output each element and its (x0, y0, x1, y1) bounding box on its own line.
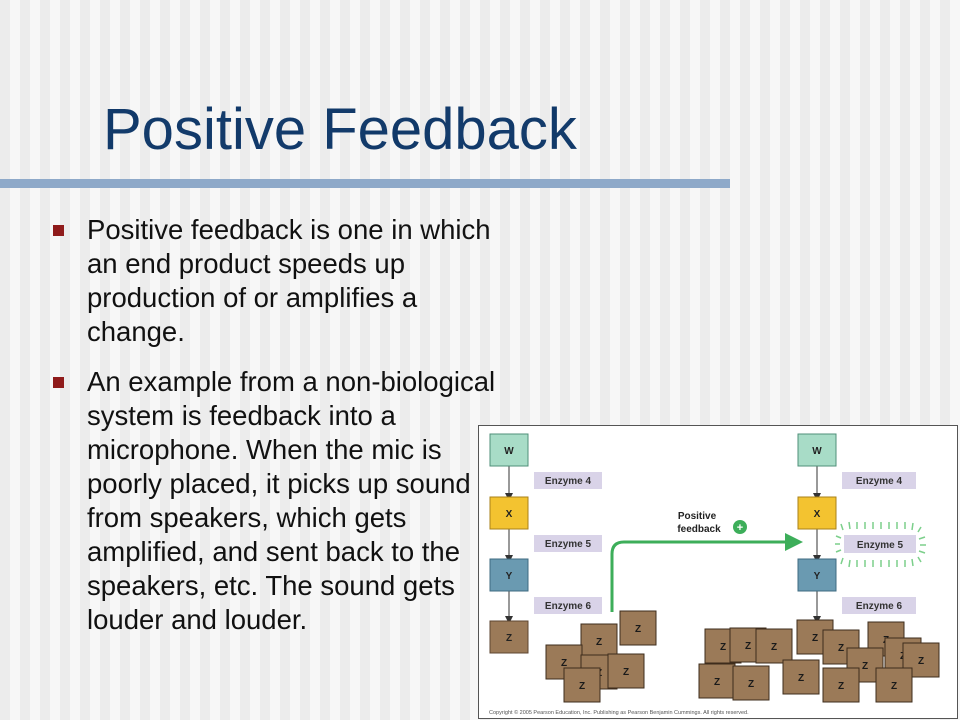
feedback-label-line1: Positive (678, 511, 717, 522)
z-product-box (755, 628, 793, 664)
z-product-label: Z (579, 681, 585, 692)
copyright-notice: Copyright © 2005 Pearson Education, Inc.… (489, 709, 749, 716)
node-w-right (797, 433, 837, 467)
z-product-box (698, 663, 736, 699)
enzyme-5-right-label: Enzyme 5 (857, 540, 904, 551)
node-z-left-label: Z (506, 633, 512, 644)
z-product-box (822, 667, 860, 703)
slide-title: Positive Feedback (103, 97, 577, 162)
node-x-left-label: X (506, 509, 513, 520)
z-product-label: Z (771, 642, 777, 653)
node-y-right (797, 558, 837, 592)
z-product-label: Z (862, 661, 868, 672)
z-product-label: Z (623, 667, 629, 678)
pathway-figure: W X Y Z Enzyme 4 Enzyme 5 Enzyme 6 Posit… (478, 425, 958, 719)
plus-sign-icon (733, 520, 747, 534)
z-product-label: Z (714, 677, 720, 688)
z-product-box (619, 610, 657, 646)
z-product-label: Z (596, 637, 602, 648)
enzyme-4-left-label: Enzyme 4 (545, 476, 592, 487)
node-x-right (797, 496, 837, 530)
z-product-box (607, 653, 645, 689)
feedback-label-line2: feedback (677, 524, 721, 535)
square-bullet-icon (53, 225, 64, 236)
enzyme-6-right (842, 597, 916, 614)
z-product-label: Z (561, 658, 567, 669)
z-product-box (875, 667, 913, 703)
z-product-label: Z (838, 681, 844, 692)
positive-feedback-arrow: Positive feedback + (610, 511, 803, 612)
right-pathway: W X Y Enzyme 4 (797, 433, 926, 624)
node-x-right-label: X (814, 509, 821, 520)
node-x-left (489, 496, 529, 530)
node-y-left-label: Y (506, 571, 513, 582)
enzyme-6-left-label: Enzyme 6 (545, 601, 592, 612)
enzyme-5-left-label: Enzyme 5 (545, 539, 592, 550)
enzyme-5-left (534, 535, 602, 552)
z-product-label: Z (635, 624, 641, 635)
pathway-diagram: W X Y Z Enzyme 4 Enzyme 5 Enzyme 6 Posit… (489, 433, 940, 716)
z-product-cluster: ZZZZZZZZZZZZZZZZZZZZ (545, 610, 940, 703)
bullet-list: Positive feedback is one in which an end… (48, 213, 508, 653)
node-w-right-label: W (812, 446, 822, 457)
z-product-box (732, 665, 770, 701)
z-product-label: Z (748, 679, 754, 690)
node-w-left-label: W (504, 446, 514, 457)
enzyme-5-glow (835, 521, 926, 568)
z-product-label: Z (798, 673, 804, 684)
bullet-item: Positive feedback is one in which an end… (48, 213, 508, 349)
square-bullet-icon (53, 377, 64, 388)
node-y-right-label: Y (814, 571, 821, 582)
bullet-text: An example from a non-biological system … (87, 366, 496, 635)
z-product-label: Z (812, 633, 818, 644)
z-product-box (782, 659, 820, 695)
z-product-label: Z (838, 643, 844, 654)
node-y-left (489, 558, 529, 592)
enzyme-4-left (534, 472, 602, 489)
node-w-left (489, 433, 529, 467)
z-product-label: Z (918, 656, 924, 667)
title-underline (0, 179, 730, 188)
enzyme-6-left (534, 597, 602, 614)
enzyme-4-right-label: Enzyme 4 (856, 476, 903, 487)
z-product-box (563, 667, 601, 703)
enzyme-5-right (844, 535, 916, 553)
node-z-left (489, 620, 529, 654)
z-product-label: Z (891, 681, 897, 692)
enzyme-6-right-label: Enzyme 6 (856, 601, 903, 612)
z-product-label: Z (745, 641, 751, 652)
bullet-text: Positive feedback is one in which an end… (87, 214, 491, 347)
plus-sign-text: + (737, 522, 743, 534)
z-product-label: Z (720, 642, 726, 653)
enzyme-4-right (842, 472, 916, 489)
z-product-box (580, 623, 618, 659)
feedback-arrow-line (610, 533, 803, 612)
left-pathway: W X Y Z Enzyme 4 Enzyme 5 Enzyme 6 (489, 433, 602, 654)
bullet-item: An example from a non-biological system … (48, 365, 508, 637)
